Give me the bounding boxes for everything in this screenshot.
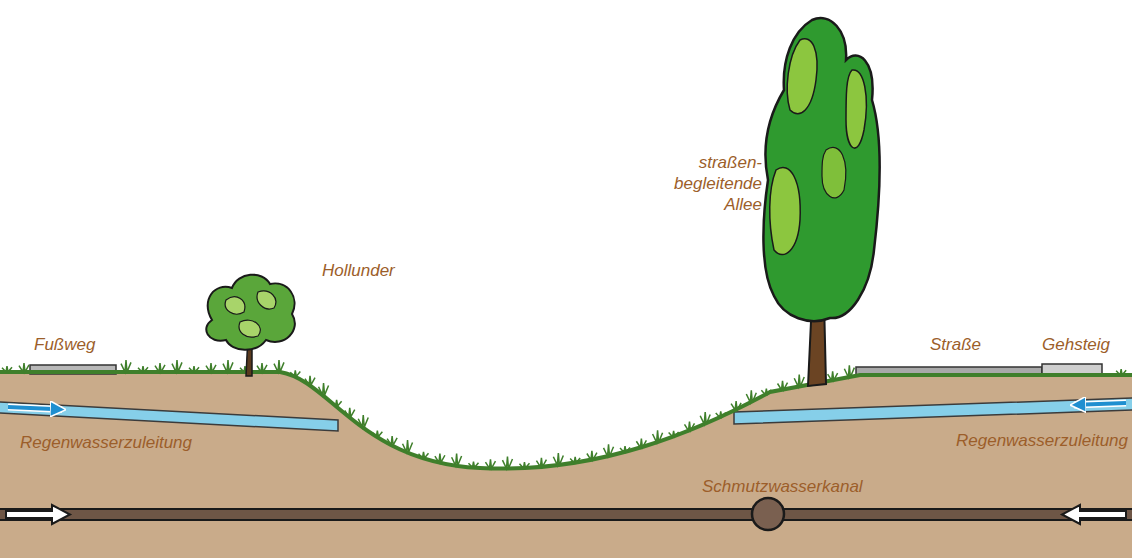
grass-tuft [844, 365, 854, 377]
grass-surface [0, 372, 1132, 469]
sewer-manhole [752, 498, 784, 530]
grass-tuft [172, 360, 182, 372]
grass-tuft [223, 360, 233, 372]
grass-tuft [155, 363, 165, 372]
grass-tuft [345, 408, 355, 417]
grass-tuft [435, 453, 445, 462]
grass-tuft [206, 363, 216, 372]
grass-tuft [553, 453, 563, 465]
grass-tuft [452, 454, 462, 466]
grass-tuft [387, 436, 397, 445]
grass-tuft [587, 451, 597, 460]
grass-tuft [731, 401, 741, 410]
grass-tuft [536, 458, 546, 467]
rainwater-pipe [0, 402, 338, 431]
path-label: Gehsteig [1042, 334, 1110, 355]
path-label: Straße [930, 334, 981, 355]
flow-arrow [1074, 403, 1126, 405]
grass-tuft [684, 422, 694, 431]
grass-tuft [2, 366, 12, 372]
grass-tuft [570, 457, 580, 463]
rainwater-pipe [734, 398, 1132, 424]
grass-tuft [305, 376, 315, 385]
grass-tuft [19, 363, 29, 372]
grass-tuft [700, 412, 710, 424]
plant-label: Hollunder [322, 260, 395, 281]
grass-tuft [468, 462, 478, 468]
grass-tuft [290, 370, 300, 376]
grass-tuft [761, 389, 771, 395]
grass-tuft [669, 431, 679, 437]
grass-tuft [778, 381, 788, 390]
grass-tuft [746, 390, 756, 402]
sidewalk-slab [1042, 364, 1102, 374]
path-label: Fußweg [34, 334, 95, 355]
grass-tuft [620, 446, 630, 452]
grass-tuft [403, 440, 413, 452]
flow-arrow [1078, 403, 1126, 405]
grass-tuft [604, 444, 614, 456]
grass-tuft [794, 375, 804, 387]
grass-tuft [332, 400, 342, 406]
elder-bush [206, 275, 295, 376]
grass-tuft [419, 452, 429, 458]
plant-label: straßen- begleitende Allee [666, 152, 762, 215]
avenue-tree [763, 18, 879, 386]
flow-arrow [8, 407, 62, 410]
grass-tuft [653, 430, 663, 442]
grass-tuft [828, 371, 838, 380]
grass-tuft [502, 457, 512, 469]
grass-tuft [138, 366, 148, 372]
pipe-label: Regenwasserzuleitung [20, 432, 192, 453]
pipe-label: Regenwasserzuleitung [956, 430, 1128, 451]
flow-arrow [6, 505, 70, 524]
grass-tuft [121, 360, 131, 372]
sewer-pipe [0, 509, 1132, 520]
soil [0, 372, 1132, 558]
grass-tuft [636, 439, 646, 448]
grass-tuft [1116, 369, 1126, 375]
flow-arrow [1062, 505, 1126, 524]
grass-tuft [257, 363, 267, 372]
flow-arrow [8, 407, 58, 409]
grass-tuft [189, 366, 199, 372]
pipe-label: Schmutzwasserkanal [702, 476, 863, 497]
grass-tuft [274, 360, 284, 372]
grass-tuft [358, 415, 368, 427]
grass-tuft [319, 383, 329, 395]
grass-tuft [485, 459, 495, 468]
grass-tuft [519, 462, 529, 468]
grass-tuft [716, 411, 726, 417]
grass-tuft [372, 431, 382, 437]
grass-tufts [2, 360, 1126, 469]
